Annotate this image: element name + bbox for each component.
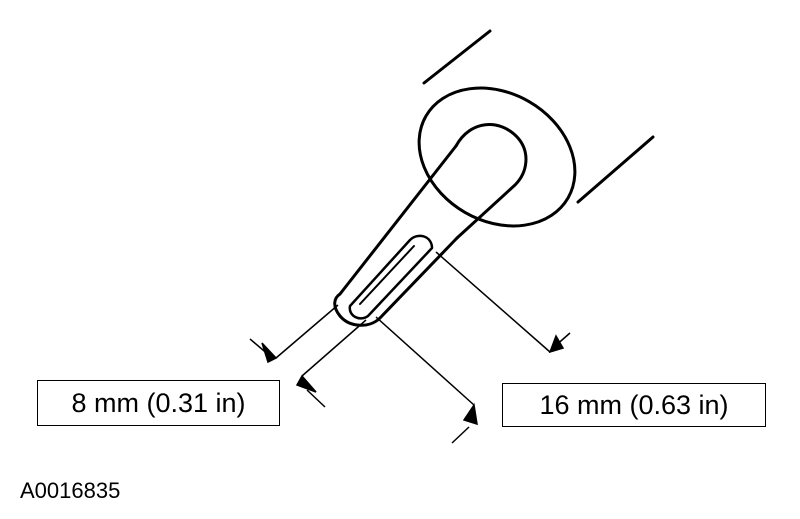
handle-outline-upper [422,29,492,85]
dim8-arrow-a [261,342,278,364]
dim16-extension-b [375,316,475,406]
figure-id-label: A0016835 [20,478,121,503]
tip-slot-inner [359,245,415,305]
tool-tip [333,236,459,327]
dimension-label-16mm: 16 mm (0.63 in) [502,383,766,427]
dimension-label-8mm: 8 mm (0.31 in) [37,380,280,426]
dim16-extension-a [435,251,551,353]
handle-outline-lower [576,135,655,204]
tip-slot [348,234,434,320]
dim16-arrow-b [462,402,478,426]
tool-flange [417,86,577,228]
dim8-extension-b [301,319,367,377]
dim8-extension-a [275,304,339,359]
tool-shaft-neck [454,123,528,240]
dim16-arrow-a [548,334,565,354]
dim8-arrow-b [295,374,317,393]
tool-shaft-upper-edge [338,144,458,296]
